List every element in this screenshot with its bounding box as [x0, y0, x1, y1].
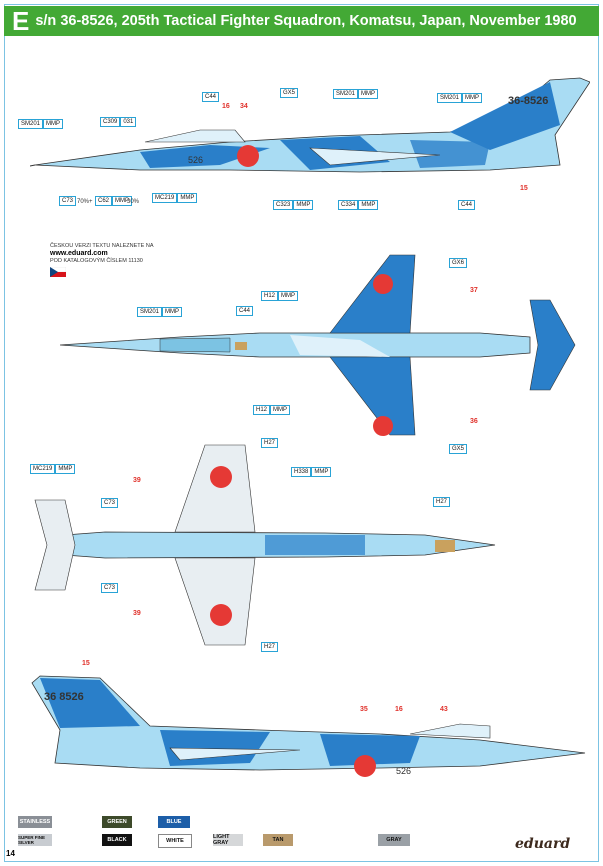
- tag-c73-bottom-1: C73: [101, 498, 119, 508]
- tag-c73-bottom-2: C73: [101, 583, 119, 593]
- decal-15-top: 15: [520, 185, 528, 192]
- tag-h27-bottom: H27: [261, 642, 279, 652]
- czech-flag-icon: [50, 267, 66, 277]
- tail-serial: 36-8526: [508, 95, 548, 107]
- decal-16-lower: 16: [395, 706, 403, 713]
- tag-h27-top: H27: [261, 438, 279, 448]
- tag-c44-right: C44: [458, 200, 476, 210]
- profile-side-view-right: 36 8526 526: [31, 675, 586, 777]
- fuselage-code-side: 526: [188, 155, 203, 165]
- swatch-stainless: STAINLESS: [18, 816, 52, 828]
- page-frame: [4, 4, 599, 862]
- tag-h27-right: H27: [433, 497, 451, 507]
- swatch-blue: BLUE: [158, 816, 190, 828]
- swatch-gray: GRAY: [378, 834, 410, 846]
- page-number: 14: [6, 849, 15, 858]
- tag-c44-mid: C44: [236, 306, 254, 316]
- color-legend: STAINLESS GREEN BLUE SUPER FINE SILVER B…: [18, 816, 438, 852]
- decal-36: 36: [470, 418, 478, 425]
- percent-70: 70%+: [77, 199, 93, 205]
- tag-c44-top: C44: [202, 92, 220, 102]
- tail-serial-lower: 36 8526: [44, 691, 84, 703]
- decal-37: 37: [470, 287, 478, 294]
- brand-logo: eduard: [515, 836, 571, 852]
- swatch-super-silver: SUPER FINE SILVER: [18, 834, 52, 846]
- decal-15-lower: 15: [82, 660, 90, 667]
- swatch-light-gray: LIGHT GRAY: [213, 834, 243, 846]
- czech-note: ČESKOU VERZI TEXTU NALEZNETE NA www.edua…: [50, 243, 154, 264]
- decal-39-top: 39: [133, 477, 141, 484]
- tag-gx6: GX6: [449, 258, 468, 268]
- percent-30: 30%: [127, 199, 140, 205]
- decal-34: 34: [240, 103, 248, 110]
- profile-top-view: [60, 254, 576, 436]
- scheme-letter: E: [12, 5, 30, 36]
- page-header: E s/n 36-8526, 205th Tactical Fighter Sq…: [4, 6, 599, 36]
- tag-gx5-mid: GX5: [449, 444, 468, 454]
- scheme-title: s/n 36-8526, 205th Tactical Fighter Squa…: [35, 13, 577, 29]
- decal-16-top: 16: [222, 103, 230, 110]
- swatch-tan: TAN: [263, 834, 293, 846]
- swatch-black: BLACK: [102, 834, 132, 846]
- tag-gx5-top: GX5: [280, 88, 299, 98]
- swatch-green: GREEN: [102, 816, 132, 828]
- decal-35: 35: [360, 706, 368, 713]
- profile-bottom-view: [34, 444, 496, 646]
- tag-c73-left: C73: [59, 196, 77, 206]
- decal-39-bottom: 39: [133, 610, 141, 617]
- profile-side-view: 526 36-8526: [30, 77, 590, 173]
- decal-43: 43: [440, 706, 448, 713]
- swatch-white: WHITE: [158, 834, 192, 848]
- fuselage-code-lower: 526: [396, 766, 411, 776]
